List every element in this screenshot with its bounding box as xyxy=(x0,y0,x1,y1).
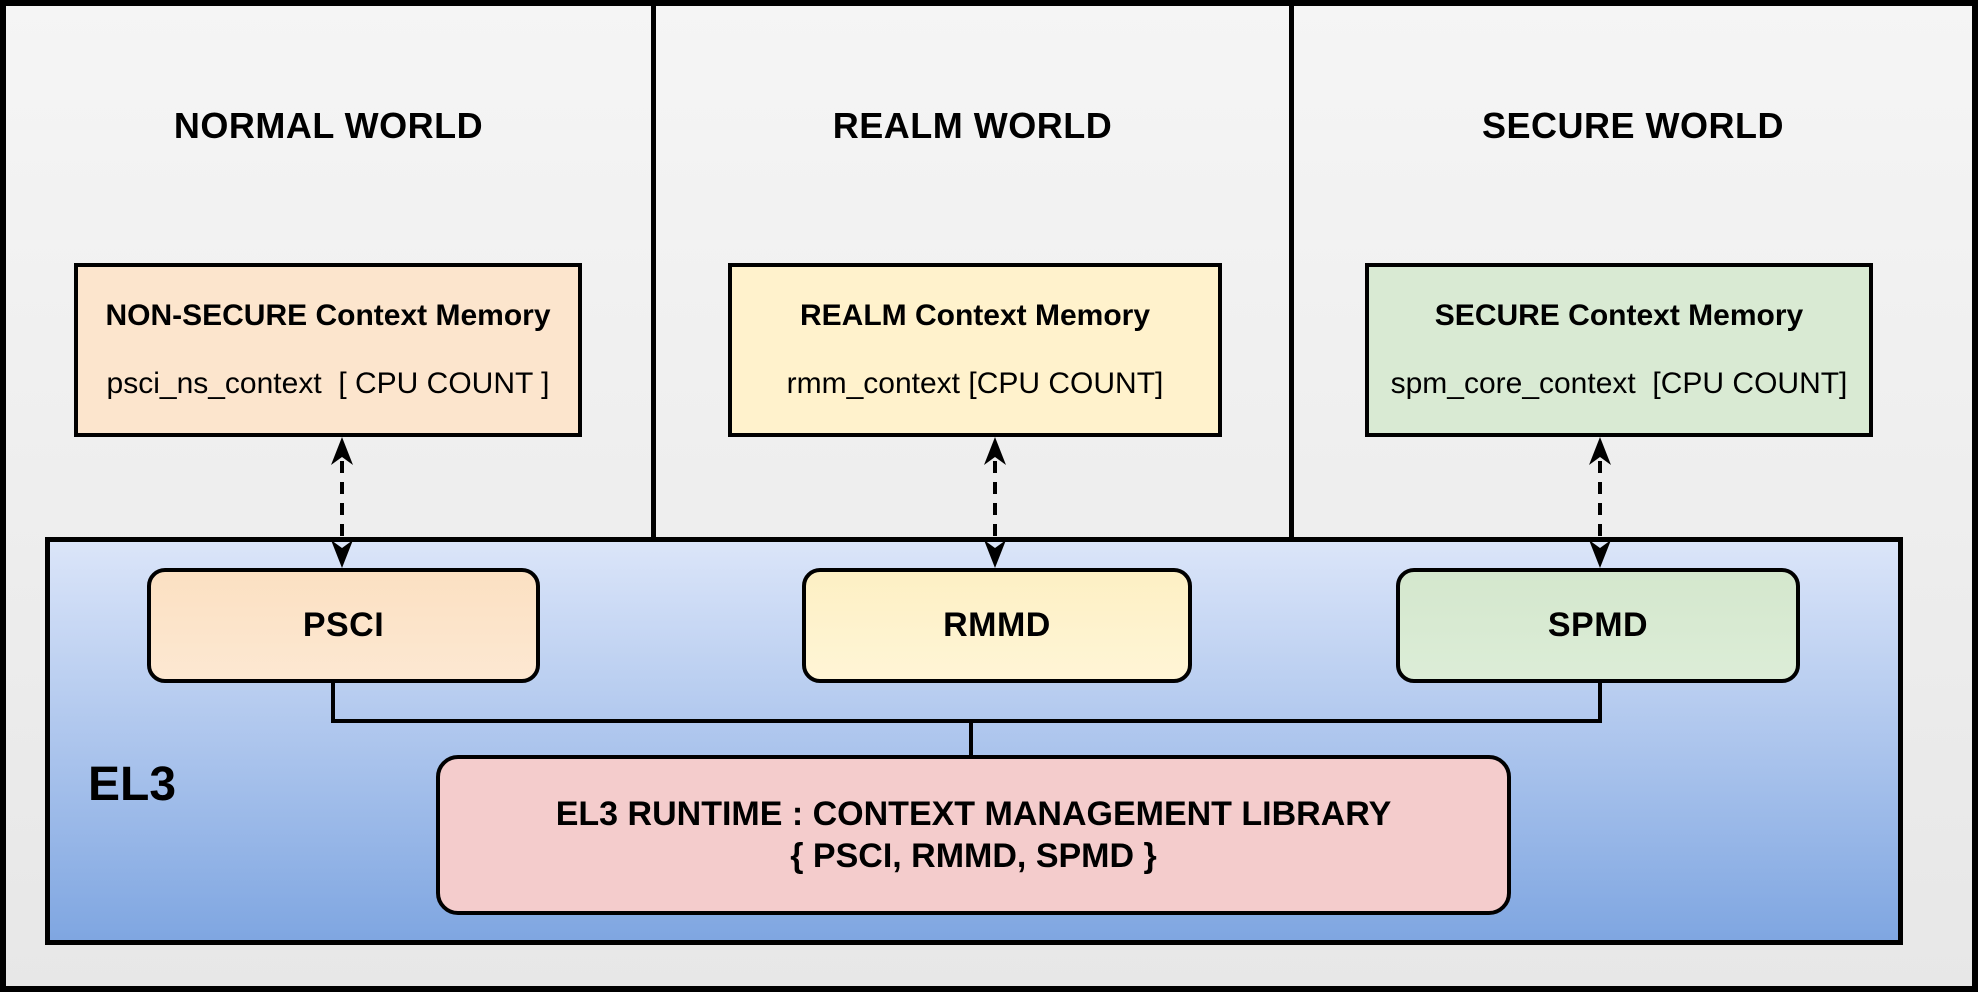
secure-context-memory-entry: spm_core_context [CPU COUNT] xyxy=(1390,367,1848,400)
rmmd-box: RMMD xyxy=(802,568,1192,683)
realm-world-title: REALM WORLD xyxy=(832,105,1113,146)
runtime-library-title: EL3 RUNTIME : CONTEXT MANAGEMENT LIBRARY xyxy=(555,795,1392,833)
realm-context-memory-heading: REALM Context Memory xyxy=(799,299,1151,332)
el3-runtime-context-management-library-box: EL3 RUNTIME : CONTEXT MANAGEMENT LIBRARY… xyxy=(436,755,1511,915)
spmd-box: SPMD xyxy=(1396,568,1800,683)
connector-psci-stub xyxy=(331,681,335,723)
realm-context-memory-entry: rmm_context [CPU COUNT] xyxy=(786,367,1164,400)
realm-context-memory-box: REALM Context Memory rmm_context [CPU CO… xyxy=(728,263,1222,437)
panel-divider-normal-realm xyxy=(651,0,656,537)
panel-divider-realm-secure xyxy=(1289,0,1294,537)
connector-runtime-stub xyxy=(969,721,973,757)
secure-context-memory-heading: SECURE Context Memory xyxy=(1434,299,1804,332)
dashed-bidirectional-arrow-rmmd xyxy=(984,437,1006,568)
non-secure-context-memory-box: NON-SECURE Context Memory psci_ns_contex… xyxy=(74,263,582,437)
non-secure-context-memory-heading: NON-SECURE Context Memory xyxy=(105,299,551,332)
secure-world-title: SECURE WORLD xyxy=(1482,105,1784,146)
dashed-bidirectional-arrow-psci xyxy=(331,437,353,568)
non-secure-context-memory-entry: psci_ns_context [ CPU COUNT ] xyxy=(106,367,550,400)
normal-world-title: NORMAL WORLD xyxy=(173,105,484,146)
connector-spmd-stub xyxy=(1598,681,1602,723)
secure-context-memory-box: SECURE Context Memory spm_core_context [… xyxy=(1365,263,1873,437)
el3-region-label: EL3 xyxy=(88,757,177,811)
dashed-bidirectional-arrow-spmd xyxy=(1589,437,1611,568)
runtime-library-members: { PSCI, RMMD, SPMD } xyxy=(790,837,1157,875)
psci-box: PSCI xyxy=(147,568,540,683)
connector-bus-line xyxy=(331,719,1602,723)
